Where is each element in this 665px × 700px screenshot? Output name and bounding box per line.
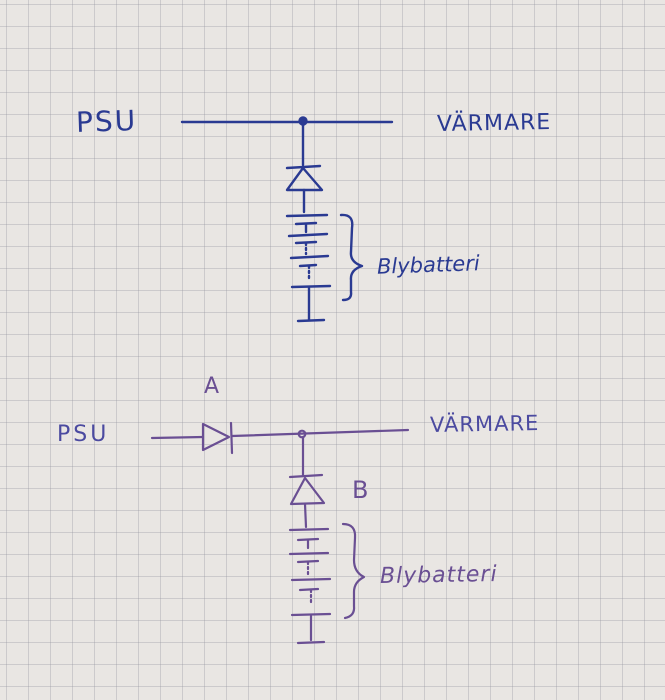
diagram-2-heater-label: VÄRMARE (429, 411, 540, 437)
diagram-2-diode-a (201, 421, 234, 455)
diagram-1-battery (285, 213, 332, 323)
diagram-2-battery-label: Blybatteri (379, 561, 498, 590)
diagram-2-diode-b-label: B (352, 476, 371, 504)
diagram-2-psu-label: PSU (57, 422, 110, 447)
diagram-2-battery-brace (341, 522, 366, 620)
diagram-2-wire-to-battery (303, 502, 308, 529)
diagram-2-battery (288, 527, 332, 645)
diagram-2-input-wire (150, 435, 205, 440)
diagram-2-diode-a-label: A (204, 374, 222, 399)
diagram-1-battery-brace (339, 213, 364, 302)
diagram-2-bus-wire (230, 428, 410, 438)
diagram-2-diode-b (288, 473, 326, 506)
